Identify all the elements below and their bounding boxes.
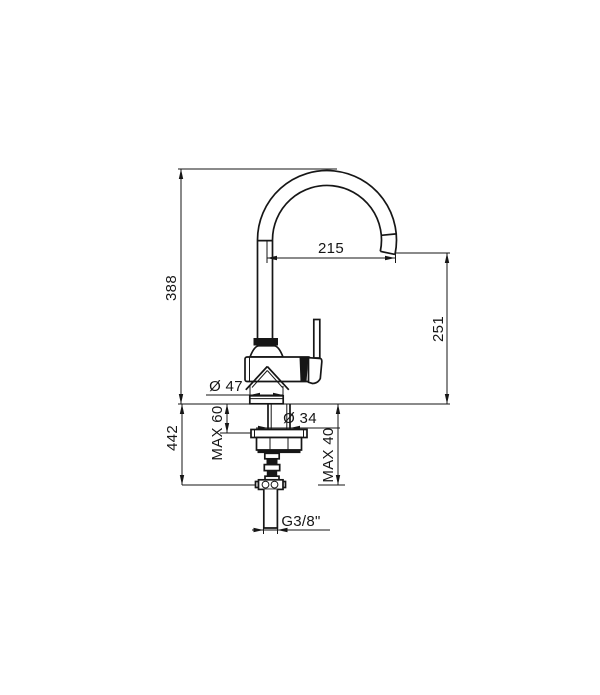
arrow-left-icon [277, 527, 288, 533]
supply-hose [262, 489, 279, 529]
dim-label-388: 388 [163, 275, 180, 301]
spout-tip-edge [380, 250, 396, 256]
lever-handle [312, 318, 321, 359]
spout-collar [248, 344, 285, 358]
arrow-up-icon [444, 253, 450, 263]
arrow-down-icon [335, 475, 341, 485]
arrow-up-icon [179, 404, 185, 414]
arrow-down-icon [224, 423, 230, 433]
handle-joint-shading [299, 357, 309, 382]
dim-label-dia47: Ø 47 [209, 378, 243, 395]
dimension-max-thickness-left: MAX 60 [209, 404, 230, 461]
arrow-up-icon [178, 169, 184, 179]
arrow-up-icon [224, 404, 230, 414]
dim-label-max60: MAX 60 [209, 405, 226, 460]
tail-segment-dark [266, 458, 278, 465]
arrow-down-icon [178, 394, 184, 404]
dimension-overall-height: 442 [164, 404, 185, 485]
shank-inner [270, 404, 288, 430]
arrow-down-icon [444, 394, 450, 404]
dimension-spout-outlet-height: 251 [430, 253, 450, 404]
faucet-outline [244, 169, 398, 529]
mounting-nut [255, 436, 303, 451]
base-cone-inner [251, 370, 283, 388]
dim-label-g38: G3/8" [281, 513, 320, 530]
base-cone-outer [245, 365, 290, 391]
nut-bottom-band [257, 449, 301, 454]
tail-segment-dark [266, 470, 278, 477]
mounting-washer [250, 428, 308, 439]
reference-lines [178, 168, 450, 486]
dim-label-215: 215 [318, 240, 344, 257]
dim-label-dia34: Ø 34 [283, 410, 317, 427]
fitting-circle-right [270, 480, 279, 489]
dim-label-max40: MAX 40 [320, 427, 337, 482]
fitting-circle-left [261, 480, 270, 489]
dimension-spout-reach: 215 [266, 240, 396, 263]
tube-seal-band [253, 338, 278, 346]
nut-facet-lines [269, 437, 289, 450]
spout-inner-arc [271, 184, 383, 252]
dimension-max-thickness-right: MAX 40 [320, 404, 341, 485]
handle-housing [307, 356, 323, 385]
shank-outer [267, 404, 291, 430]
dim-label-251: 251 [430, 316, 447, 342]
spout-outer-arc [256, 169, 398, 255]
base-ring [248, 394, 285, 405]
tail-segment [263, 463, 281, 472]
arrow-right-icon [253, 527, 264, 533]
spout-tube [256, 239, 274, 338]
dimension-height-above-deck: 388 [163, 169, 184, 404]
aerator-seam [381, 233, 397, 237]
arrow-right-icon [385, 255, 395, 261]
washer-end-ticks [254, 429, 304, 438]
tail-segment [263, 452, 281, 460]
arrow-down-icon [179, 475, 185, 485]
dim-label-442: 442 [164, 425, 181, 451]
arrow-up-icon [335, 404, 341, 414]
